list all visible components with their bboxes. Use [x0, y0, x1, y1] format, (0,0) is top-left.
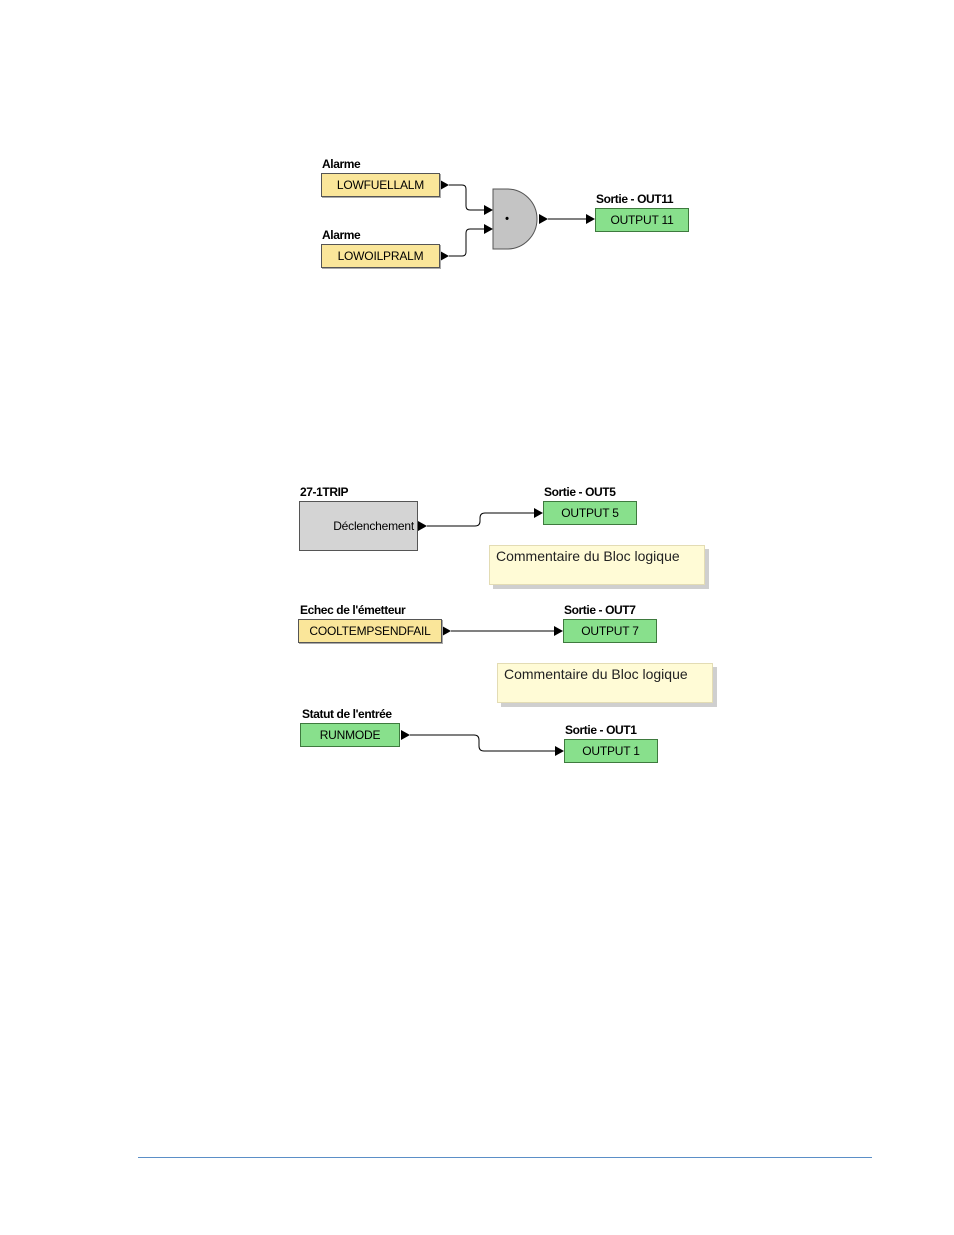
logic-block-comment-1[interactable]: Commentaire du Bloc logique — [489, 545, 705, 585]
input-label-lowfuel: Alarme — [322, 157, 361, 171]
and-gate-symbol: • — [505, 213, 509, 225]
output-block-out7[interactable]: OUTPUT 7 — [563, 619, 657, 643]
output-block-out5[interactable]: OUTPUT 5 — [543, 501, 637, 525]
output-block-out1[interactable]: OUTPUT 1 — [564, 739, 658, 763]
input-label-cooltemp: Echec de l'émetteur — [300, 603, 406, 617]
trip-function-block[interactable]: Déclenchement — [299, 501, 418, 551]
footer-rule — [138, 1157, 872, 1158]
trip-port-arrow — [418, 521, 427, 531]
block-label-27-1trip: 27-1TRIP — [300, 485, 349, 499]
output-label-out1: Sortie - OUT1 — [565, 723, 637, 737]
trip-port-label: Déclenchement — [333, 519, 414, 533]
wire-trip-to-out5 — [427, 512, 534, 527]
and-in-arrow-2 — [484, 224, 493, 234]
port-arrow-lowoil — [440, 251, 449, 261]
input-block-lowoil[interactable]: LOWOILPRALM — [321, 244, 440, 268]
out1-in-arrow — [555, 746, 564, 756]
wire-runmode-to-out1 — [410, 734, 555, 752]
input-block-lowfuel[interactable]: LOWFUELLALM — [321, 173, 440, 197]
input-block-cooltemp[interactable]: COOLTEMPSENDFAIL — [298, 619, 442, 643]
cooltemp-port-arrow — [442, 626, 451, 636]
and-out-arrow — [539, 214, 548, 224]
wire-lowfuel-to-and — [449, 184, 484, 211]
input-label-lowoil: Alarme — [322, 228, 361, 242]
out5-in-arrow — [534, 508, 543, 518]
output-label-out5: Sortie - OUT5 — [544, 485, 616, 499]
output-block-out11[interactable]: OUTPUT 11 — [595, 208, 689, 232]
output-label-out7: Sortie - OUT7 — [564, 603, 636, 617]
out11-in-arrow — [586, 214, 595, 224]
logic-block-comment-2[interactable]: Commentaire du Bloc logique — [497, 663, 713, 703]
wire-lowoil-to-and — [449, 228, 484, 257]
and-in-arrow-1 — [484, 205, 493, 215]
and-gate — [492, 188, 538, 250]
port-arrow-lowfuel — [440, 180, 449, 190]
runmode-port-arrow — [401, 730, 410, 740]
out7-in-arrow — [554, 626, 563, 636]
input-label-runmode: Statut de l'entrée — [302, 707, 392, 721]
output-label-out11: Sortie - OUT11 — [596, 192, 674, 206]
input-block-runmode[interactable]: RUNMODE — [300, 723, 400, 747]
